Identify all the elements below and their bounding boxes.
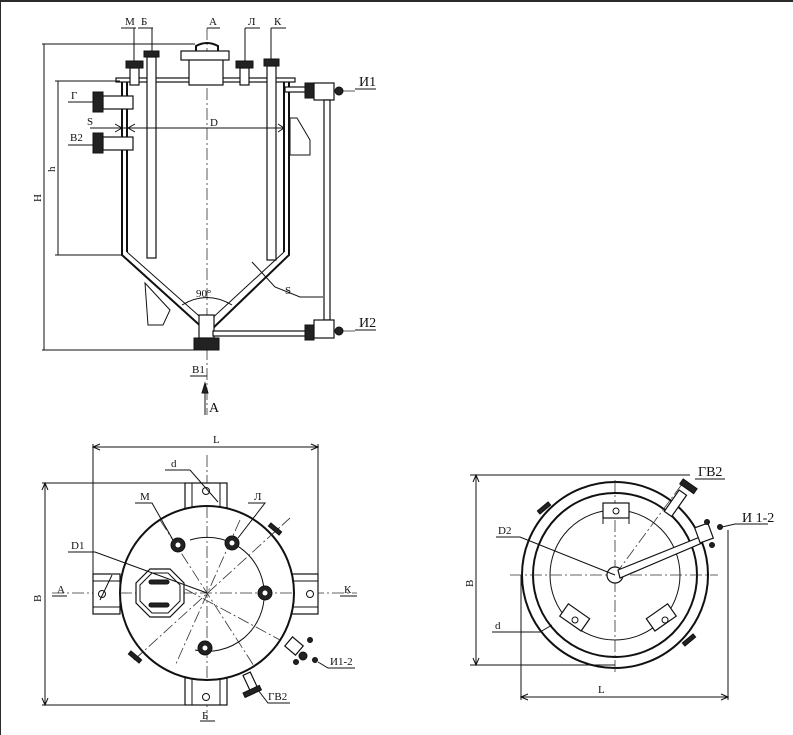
dim-H: H xyxy=(32,194,44,202)
side-bracket xyxy=(289,117,311,156)
support-lugs-b xyxy=(558,502,678,632)
valve-i12 xyxy=(283,636,318,665)
vessel-wall-left xyxy=(121,82,206,331)
vessel-wall-right xyxy=(210,82,290,331)
nozzle-v2 xyxy=(102,136,134,151)
bottom-nozzle xyxy=(198,314,215,339)
small-flanges xyxy=(127,522,283,664)
label-m: М xyxy=(125,16,135,28)
flange-v2 xyxy=(92,132,104,154)
dim-S-cone: S xyxy=(285,285,291,297)
label-i12-b: И 1-2 xyxy=(742,511,774,526)
label-m-top: М xyxy=(140,491,150,503)
flange-l xyxy=(235,60,254,69)
nozzle-gv2-b xyxy=(663,478,698,518)
label-a: А xyxy=(209,16,217,28)
flange-k xyxy=(263,58,280,67)
label-b: Б xyxy=(141,16,147,28)
label-i1: И1 xyxy=(359,75,376,90)
dim-L-b: L xyxy=(598,684,605,696)
top-view-a: L B d D1 М Л А К Б ГВ2 И1-2 xyxy=(32,434,357,722)
dim-h: h xyxy=(46,166,58,172)
bottom-flange xyxy=(193,337,220,351)
dim-B-a: B xyxy=(32,595,44,602)
dimensions xyxy=(42,27,376,415)
dim-D1: D1 xyxy=(71,540,84,552)
level-gauge xyxy=(212,82,355,341)
dim-d-a: d xyxy=(171,458,177,470)
dim-D2: D2 xyxy=(498,525,511,537)
dim-B-b: B xyxy=(464,580,476,587)
small-flanges-b xyxy=(536,501,697,647)
dim-angle: 90° xyxy=(196,288,211,300)
label-k-top: К xyxy=(344,584,352,596)
label-v2: В2 xyxy=(70,132,83,144)
manhole-top xyxy=(135,568,185,618)
front-view: М Б А Л К H h S D S 90° Г В2 И1 И2 В1 А xyxy=(32,16,376,416)
label-i12-a: И1-2 xyxy=(330,656,353,668)
nozzle-l xyxy=(239,67,250,86)
manhole-handle xyxy=(195,42,219,51)
label-l-top: Л xyxy=(254,491,262,503)
pipe-k xyxy=(266,65,277,261)
view-arrow-a: А xyxy=(209,401,220,416)
gauge-tube xyxy=(617,536,703,579)
flange-m xyxy=(125,60,144,69)
manhole-body xyxy=(188,57,224,86)
label-g: Г xyxy=(71,90,77,102)
flange-b xyxy=(143,50,160,58)
nozzles-top xyxy=(170,535,273,656)
support-leg xyxy=(144,281,171,326)
label-a-top: А xyxy=(57,584,65,596)
label-i2: И2 xyxy=(359,316,376,331)
top-view-b: L B D2 d ГВ2 И 1-2 xyxy=(464,465,774,701)
label-gv2-a: ГВ2 xyxy=(268,691,287,703)
nozzle-g xyxy=(102,95,134,110)
dim-d-b: d xyxy=(495,620,501,632)
label-b-top: Б xyxy=(202,710,208,722)
dim-D: D xyxy=(210,117,218,129)
pipe-b xyxy=(146,56,157,259)
label-l: Л xyxy=(248,16,256,28)
nozzle-gv2-top xyxy=(242,671,263,699)
label-k: К xyxy=(274,16,282,28)
dim-S: S xyxy=(87,116,93,128)
flange-g xyxy=(92,91,104,113)
label-gv2-b: ГВ2 xyxy=(698,465,722,480)
label-v1: В1 xyxy=(192,364,205,376)
manhole-flange xyxy=(180,50,230,61)
support-lugs xyxy=(92,482,319,706)
nozzle-m xyxy=(129,67,140,86)
dim-L-a: L xyxy=(213,434,220,446)
